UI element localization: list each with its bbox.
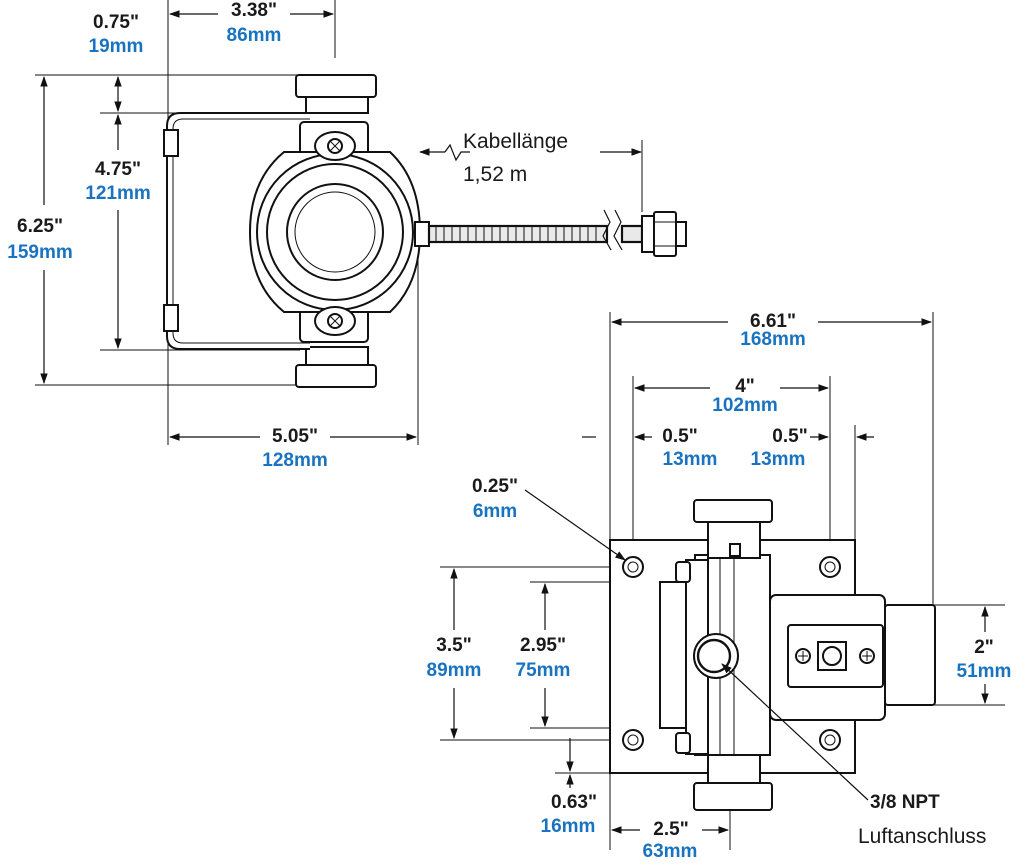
hole-vspacing-imperial: 3.5" [436, 635, 471, 656]
top-offset-metric: 19mm [89, 36, 144, 57]
hole-spacing-metric: 102mm [712, 395, 778, 416]
total-width-metric: 168mm [740, 329, 806, 350]
body-height-imperial: 2.95" [520, 635, 566, 656]
left-margin-imperial: 0.5" [662, 426, 697, 447]
depth-metric: 128mm [262, 450, 328, 471]
port-offset-imperial: 2.5" [653, 819, 688, 840]
depth-imperial: 5.05" [272, 426, 318, 447]
total-height-metric: 159mm [7, 242, 73, 263]
port-offset-metric: 63mm [643, 841, 698, 862]
hole-vspacing-metric: 89mm [427, 660, 482, 681]
top-width-imperial: 3.38" [231, 0, 277, 21]
hole-dia-metric: 6mm [473, 501, 517, 522]
total-width-imperial: 6.61" [750, 311, 796, 332]
hole-spacing-imperial: 4" [735, 376, 755, 397]
inner-height-metric: 121mm [85, 183, 151, 204]
left-margin-metric: 13mm [663, 449, 718, 470]
right-margin-imperial: 0.5" [772, 426, 807, 447]
bottom-offset-metric: 16mm [541, 816, 596, 837]
bottom-offset-imperial: 0.63" [551, 792, 597, 813]
top-width-metric: 86mm [227, 25, 282, 46]
side-view [35, 0, 687, 445]
inner-height-imperial: 4.75" [95, 159, 141, 180]
front-view-labels: 6.61" 168mm 4" 102mm 0.5" 13mm 0.5" 13mm… [427, 311, 1012, 862]
body-height-metric: 75mm [516, 660, 571, 681]
outlet-metric: 51mm [957, 661, 1012, 682]
port-type-label: 3/8 NPT [870, 792, 940, 813]
cable-length-value: 1,52 m [463, 163, 527, 186]
hole-dia-imperial: 0.25" [472, 476, 518, 497]
top-offset-imperial: 0.75" [93, 12, 139, 33]
front-view [440, 312, 1005, 850]
port-function-label: Luftanschluss [858, 825, 986, 848]
outlet-imperial: 2" [974, 637, 994, 658]
right-margin-metric: 13mm [751, 449, 806, 470]
cable-length-label: Kabellänge [463, 130, 568, 153]
side-view-labels: 3.38" 86mm 0.75" 19mm 4.75" 121mm 6.25" … [7, 0, 568, 471]
total-height-imperial: 6.25" [17, 216, 63, 237]
